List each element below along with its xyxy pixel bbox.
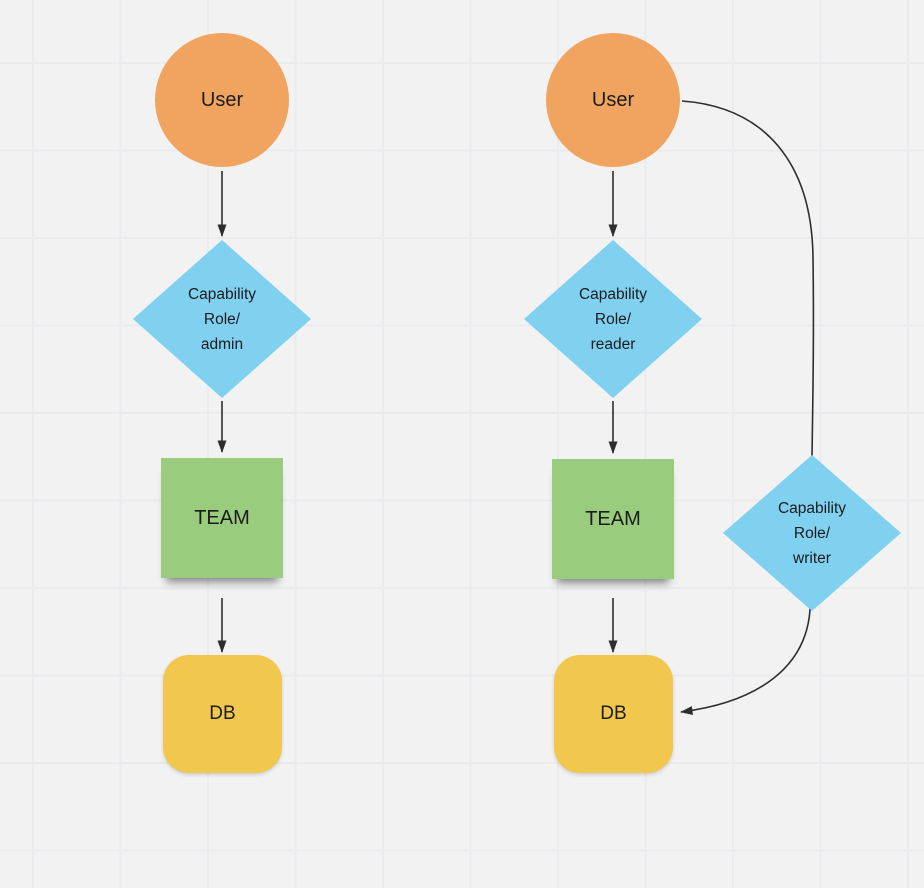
db-node-left-label: DB xyxy=(209,703,236,724)
team-sticky-right[interactable]: TEAM xyxy=(552,459,674,579)
user-node-left[interactable]: User xyxy=(155,33,289,167)
db-node-right-label: DB xyxy=(600,703,627,724)
capability-role-reader-label: Capability Role/ reader xyxy=(578,285,648,353)
capability-role-admin-label: Capability Role/ admin xyxy=(187,285,257,353)
team-sticky-left[interactable]: TEAM xyxy=(161,458,283,578)
user-node-right[interactable]: User xyxy=(546,33,680,167)
team-sticky-right-label: TEAM xyxy=(585,507,641,530)
connector-right-user-via-writer-role-to-right-db[interactable] xyxy=(680,100,815,716)
team-sticky-left-label: TEAM xyxy=(194,506,250,529)
user-node-right-label: User xyxy=(591,88,635,111)
db-node-left[interactable]: DB xyxy=(163,655,282,773)
db-node-right[interactable]: DB xyxy=(554,655,673,773)
user-node-left-label: User xyxy=(200,88,244,111)
capability-role-writer-label: Capability Role/ writer xyxy=(777,499,847,567)
